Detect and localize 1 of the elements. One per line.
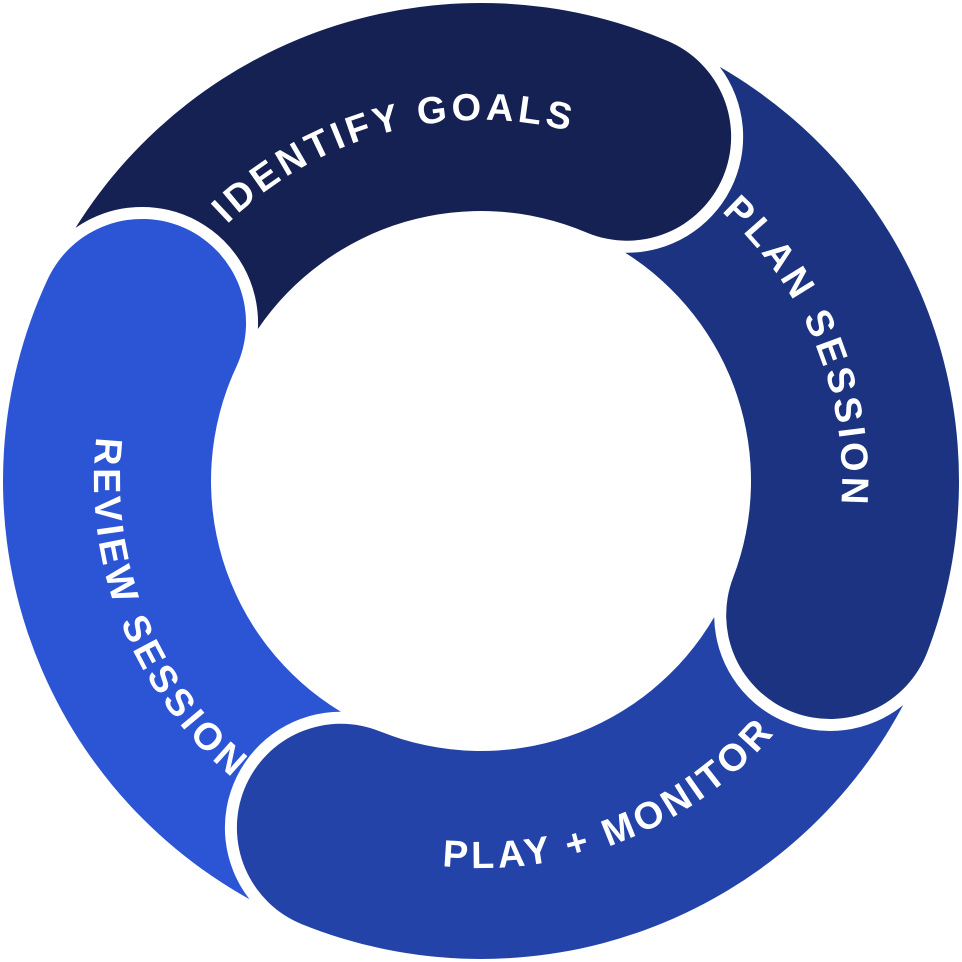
cycle-segment [625, 66, 959, 719]
